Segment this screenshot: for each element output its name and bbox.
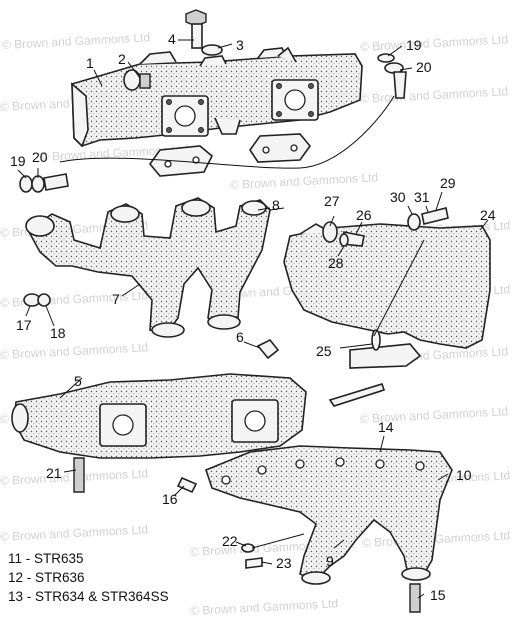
callout-8: 8 — [272, 197, 280, 213]
nut-part-23 — [245, 557, 263, 569]
bolt-part-20 — [393, 71, 407, 99]
washer-part-19 — [19, 175, 33, 193]
stud-part-15 — [409, 583, 421, 613]
cable — [59, 95, 395, 169]
washer-part-3 — [201, 44, 223, 56]
callout-21: 21 — [46, 465, 62, 481]
legend-line: 13 - STR634 & STR364SS — [8, 589, 169, 604]
bolt-part-31 — [421, 207, 449, 225]
washer-part-27 — [322, 221, 338, 243]
callout-18: 18 — [50, 325, 66, 341]
stud-part-21 — [73, 457, 85, 493]
clip-part-6 — [256, 338, 280, 360]
callout-27: 27 — [324, 193, 340, 209]
callout-2: 2 — [118, 51, 126, 67]
washer-part-30 — [407, 213, 421, 231]
washer-part-20 — [31, 175, 45, 193]
callout-28: 28 — [328, 255, 344, 271]
callout-30: 30 — [390, 189, 406, 205]
callout-3: 3 — [236, 37, 244, 53]
bracket-part-25 — [349, 343, 422, 369]
stud-part-2 — [139, 73, 151, 89]
callout-5: 5 — [74, 373, 82, 389]
inlet-manifold-top — [71, 46, 363, 148]
callout-16: 16 — [162, 491, 178, 507]
part-number-legend: 11 - STR635 12 - STR636 13 - STR634 & ST… — [8, 549, 169, 606]
callout-20: 20 — [416, 59, 432, 75]
bracket — [249, 133, 312, 163]
callout-9: 9 — [326, 553, 334, 569]
callout-19: 19 — [10, 153, 26, 169]
callout-1: 1 — [86, 55, 94, 71]
callout-10: 10 — [456, 467, 472, 483]
callout-17: 17 — [16, 317, 32, 333]
callout-14: 14 — [378, 419, 394, 435]
leader-lines — [17, 39, 489, 599]
strap — [328, 383, 386, 407]
callout-20: 20 — [32, 149, 48, 165]
callout-7: 7 — [112, 291, 120, 307]
callout-29: 29 — [440, 175, 456, 191]
callout-26: 26 — [356, 207, 372, 223]
bolt-part-20 — [43, 173, 69, 191]
washer-part-18 — [37, 293, 51, 307]
callout-4: 4 — [168, 31, 176, 47]
bolt-part-4 — [185, 9, 207, 49]
callout-19: 19 — [406, 37, 422, 53]
callout-23: 23 — [276, 555, 292, 571]
heat-shield-part-24 — [283, 223, 491, 349]
exhaust-manifold-part-7 — [25, 197, 271, 338]
callout-25: 25 — [316, 343, 332, 359]
callout-31: 31 — [414, 189, 430, 205]
exhaust-manifold-part-9-10 — [205, 445, 453, 585]
callout-15: 15 — [430, 587, 446, 603]
callout-24: 24 — [480, 207, 496, 223]
legend-line: 11 - STR635 — [8, 551, 84, 566]
inlet-manifold-lower-part-5 — [11, 373, 307, 459]
washer-part-28 — [339, 233, 349, 247]
washer-part-19 — [377, 53, 395, 63]
legend-line: 12 - STR636 — [8, 570, 85, 585]
callout-6: 6 — [236, 329, 244, 345]
stud-part-16 — [176, 476, 198, 494]
callout-22: 22 — [222, 533, 238, 549]
